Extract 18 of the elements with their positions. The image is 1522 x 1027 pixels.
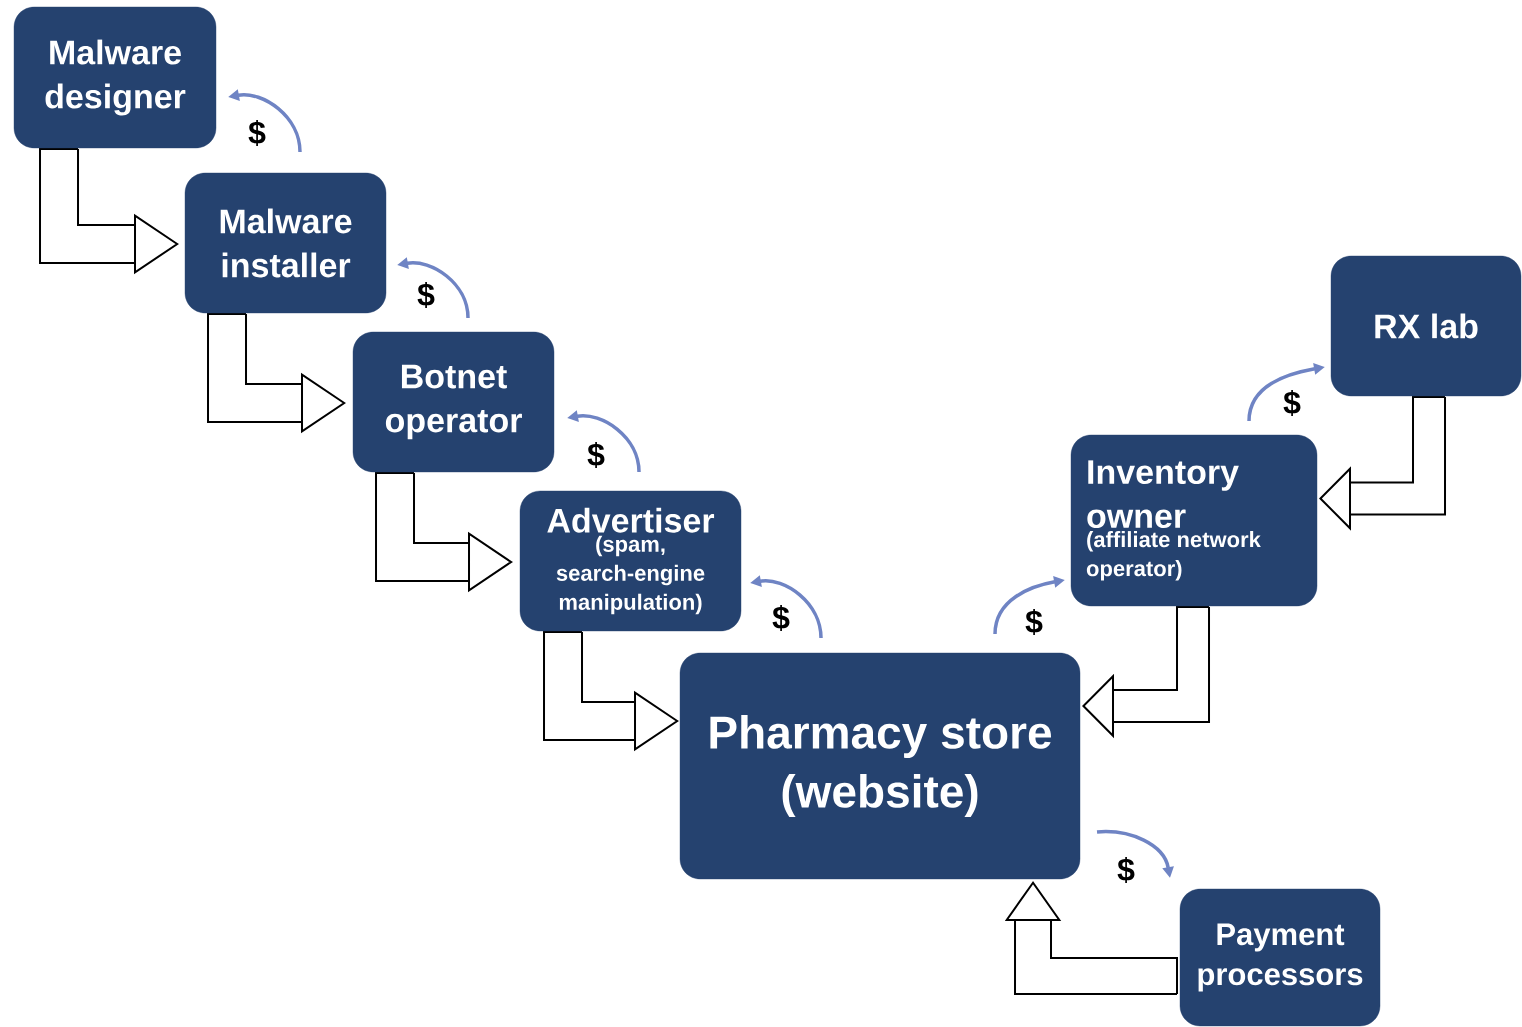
process-box: Malware designer bbox=[13, 6, 217, 149]
process-box: Inventory owner (affiliate network operator) bbox=[1070, 434, 1318, 607]
edge-label: $ bbox=[1116, 855, 1136, 885]
edge-label: $ bbox=[586, 440, 606, 470]
block-arrow bbox=[1082, 606, 1210, 739]
process-box: Payment processors bbox=[1179, 888, 1381, 1027]
process-box: RX lab bbox=[1330, 255, 1522, 397]
edge-label: $ bbox=[416, 280, 436, 310]
edge-label: $ bbox=[247, 118, 267, 148]
process-box: Malware installer bbox=[184, 172, 387, 314]
edge-label: $ bbox=[1024, 607, 1044, 637]
block-arrow bbox=[1004, 881, 1178, 995]
block-arrow bbox=[1319, 396, 1446, 531]
process-box: Botnet operator bbox=[352, 331, 555, 473]
process-box: Pharmacy store (website) bbox=[679, 652, 1081, 880]
edge-label: $ bbox=[1282, 388, 1302, 418]
edge-label: $ bbox=[771, 603, 791, 633]
process-box: Advertiser (spam, search-engine manipulation) bbox=[519, 490, 742, 632]
